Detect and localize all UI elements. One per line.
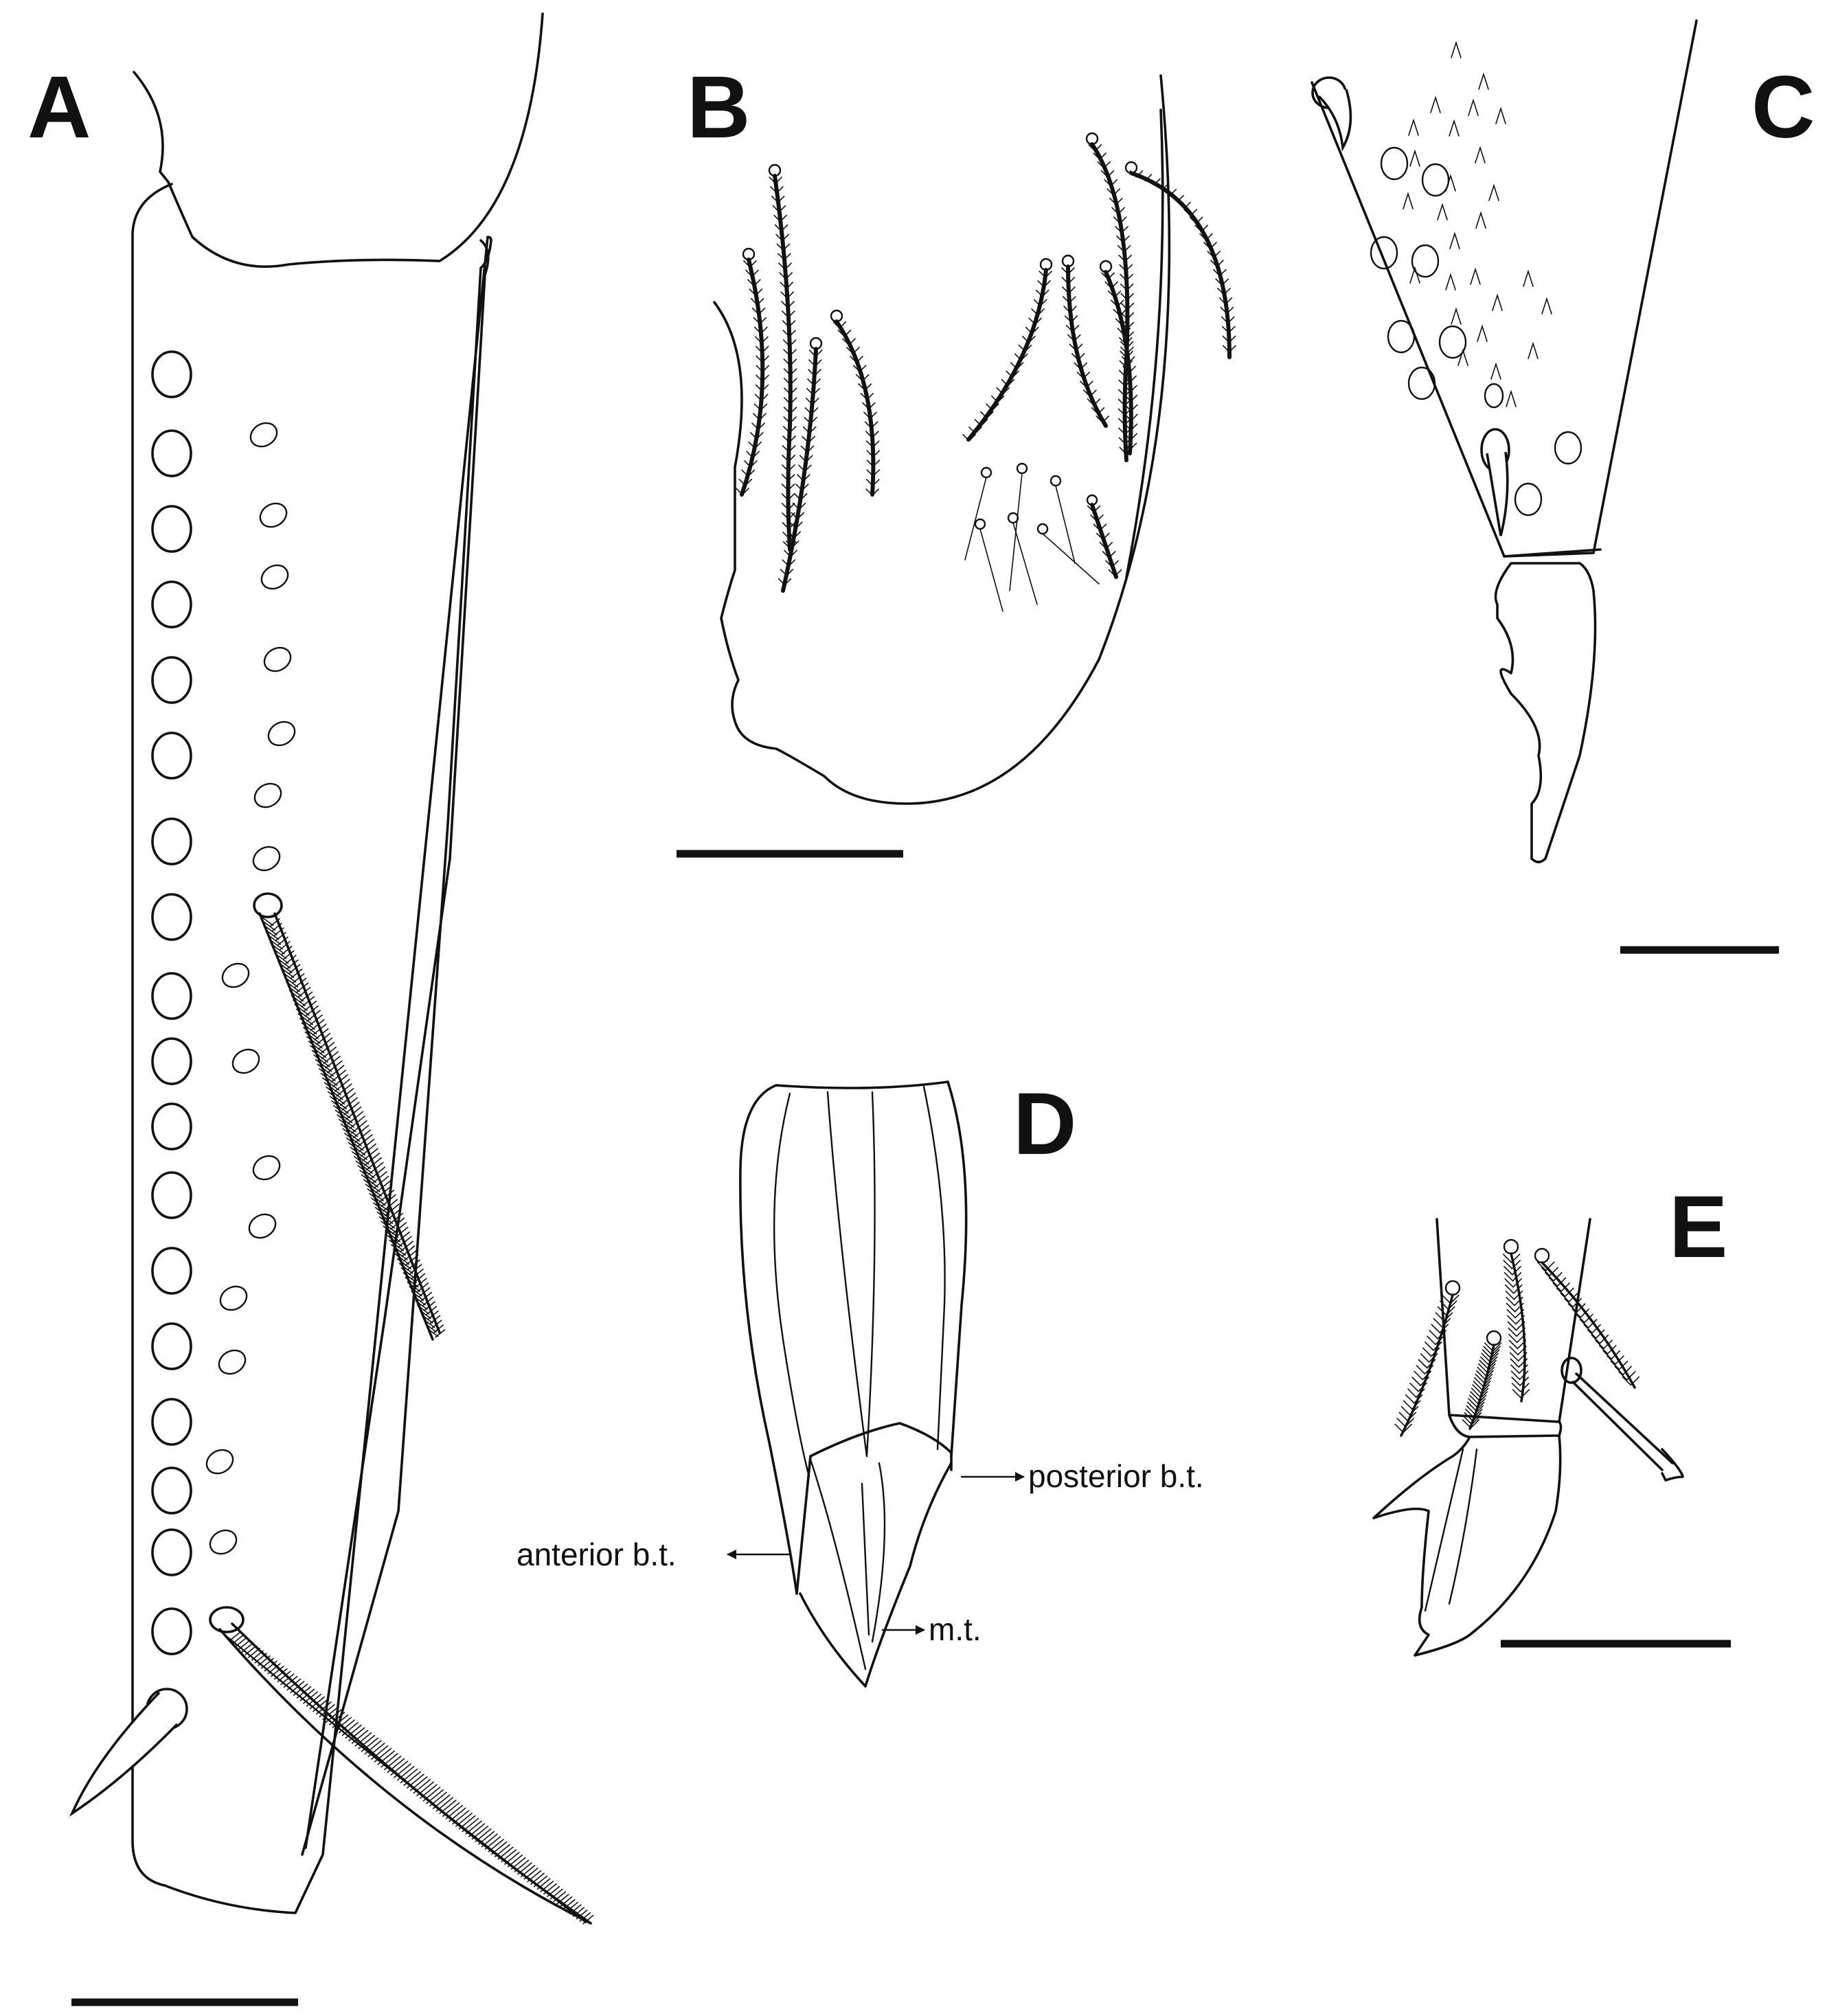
panel-c-proximal-spine	[1311, 76, 1352, 152]
panel-c-segment-outline	[1311, 19, 1698, 558]
panel-d-label: D	[1013, 1075, 1076, 1173]
panel-c-label: C	[1751, 58, 1815, 157]
panel-c-tubercles	[1403, 41, 1552, 407]
panel-c-claw	[1494, 562, 1597, 863]
panel-a-segment-outline	[131, 183, 492, 1914]
panel-b-setae-left	[736, 163, 881, 593]
panel-e-label: E	[1669, 1178, 1727, 1276]
panel-a-small-pores	[205, 422, 296, 1555]
panel-e: E	[1372, 1178, 1731, 1657]
panel-d: D posterior b.t. anterior b.t. m.t.	[517, 1075, 1204, 1688]
panel-a-plumose-seta-proximal	[253, 892, 446, 1341]
panel-a-segment-right-edge	[304, 239, 490, 1849]
panel-d-outline	[739, 1084, 798, 1595]
panel-a-large-pores	[151, 350, 192, 1655]
panel-a-plumose-seta-distal	[209, 1606, 594, 1925]
panel-b-setae-right	[962, 132, 1236, 612]
panel-a-spine	[69, 1688, 188, 1817]
panel-c-pores	[1370, 146, 1582, 517]
panel-b-outline	[713, 74, 1171, 805]
panel-c-segment-joint	[1503, 548, 1602, 558]
panel-a: A	[27, 12, 594, 2006]
panel-a-label: A	[27, 58, 91, 157]
panel-a-upper-segment	[133, 12, 544, 268]
panel-e-spatulate-seta	[1561, 1357, 1684, 1482]
panel-e-setae	[1394, 1238, 1640, 1437]
panel-e-segment-outline	[1436, 1218, 1591, 1423]
panel-c-distal-spine	[1480, 428, 1510, 536]
panel-b: B	[677, 58, 1236, 858]
panel-b-inner-edge	[1125, 109, 1164, 578]
panel-d-posterior-basal-tooth	[795, 1422, 953, 1595]
panel-c: C	[1311, 19, 1815, 954]
panel-e-claw	[1372, 1434, 1562, 1657]
panel-d-median-tooth	[799, 1462, 953, 1688]
label-posterior-basal-tooth: posterior b.t.	[1028, 1458, 1204, 1494]
label-anterior-basal-tooth: anterior b.t.	[517, 1537, 677, 1572]
label-median-tooth: m.t.	[929, 1611, 982, 1647]
panel-b-label: B	[687, 58, 750, 157]
